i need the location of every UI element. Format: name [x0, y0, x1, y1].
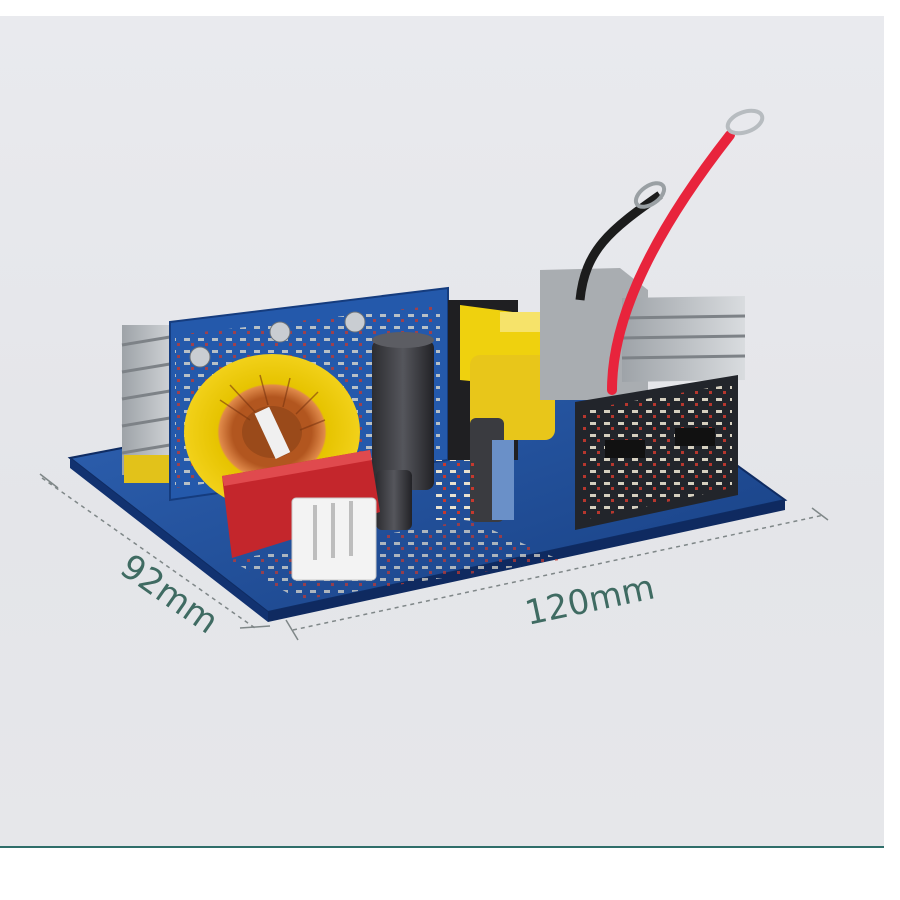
small-components [435, 418, 514, 522]
right-control-board [575, 375, 738, 530]
electrolytic-capacitors [372, 332, 434, 530]
white-connector [291, 497, 377, 581]
width-dimension-label: 120mm [522, 567, 659, 633]
bottom-divider [0, 846, 884, 848]
right-heatsink [540, 268, 746, 400]
output-wires [575, 108, 765, 395]
dimension-lines [39, 473, 829, 641]
